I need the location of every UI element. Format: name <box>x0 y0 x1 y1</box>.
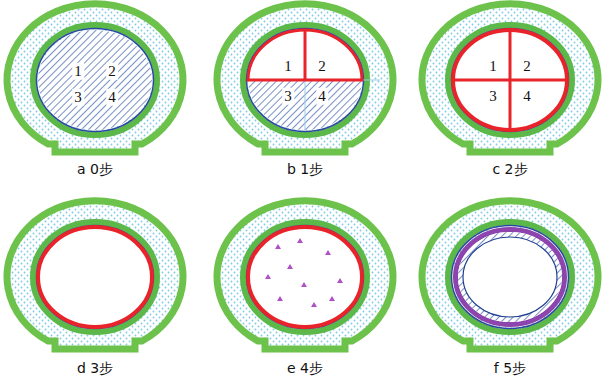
step-number: 3 <box>487 88 499 105</box>
panel-f <box>422 201 598 349</box>
step-number: 1 <box>72 63 84 80</box>
panel-caption: a 0步 <box>77 161 113 178</box>
panel-caption: d 3步 <box>77 360 113 377</box>
panel-caption: e 4步 <box>287 360 323 377</box>
step-number: 4 <box>521 88 533 105</box>
step-number: 4 <box>106 89 118 106</box>
panel-caption: f 5步 <box>494 360 526 377</box>
step-number: 1 <box>282 58 294 75</box>
step-number: 1 <box>487 58 499 75</box>
step-number: 3 <box>72 89 84 106</box>
step-number: 2 <box>106 63 118 80</box>
panel-c <box>422 4 598 152</box>
panel-caption: c 2步 <box>492 161 527 178</box>
panel-b <box>217 4 393 152</box>
panel-d <box>7 201 183 349</box>
panel-a <box>7 4 183 152</box>
panel-e <box>217 201 393 349</box>
step-number: 2 <box>521 58 533 75</box>
step-number: 3 <box>282 88 294 105</box>
panel-caption: b 1步 <box>287 161 323 178</box>
step-number: 2 <box>316 58 328 75</box>
step-number: 4 <box>316 88 328 105</box>
